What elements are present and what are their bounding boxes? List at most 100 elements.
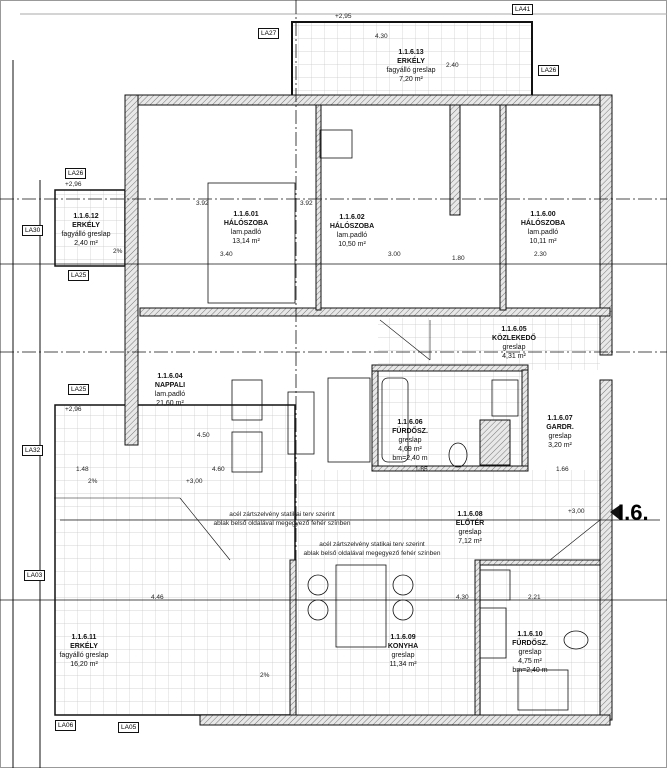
note-line: ablak belső oldalával megegyező fehér sz… <box>213 520 351 527</box>
room-floor: greslap <box>502 344 526 351</box>
room-floor: greslap <box>548 433 572 440</box>
elevation-mark: +3,00 <box>568 508 585 515</box>
elevation-mark: +2,95 <box>335 13 352 20</box>
room-floor: lam.padló <box>230 229 262 236</box>
room-name: KÖZLEKEDŐ <box>492 335 536 342</box>
dimension-label: 3.00 <box>388 251 401 258</box>
room-name: FÜRDŐSZ. <box>392 428 428 435</box>
room-area: 13,14 m² <box>232 238 260 245</box>
construction-note: acél zártszelvény statikai terv szerint a… <box>304 540 441 558</box>
room-area: 10,50 m² <box>338 241 366 248</box>
balcony-left <box>54 189 126 267</box>
dimension-label: 4.60 <box>212 466 225 473</box>
detail-tag: LA05 <box>118 722 140 733</box>
room-id: 1.1.6.04 <box>157 373 183 380</box>
room-area: 4,31 m² <box>502 353 526 360</box>
room-name: NAPPALI <box>154 382 186 389</box>
dimension-label: 4.50 <box>197 432 210 439</box>
note-line: acél zártszelvény statikai terv szerint <box>319 541 425 548</box>
balcony-bottom-left <box>54 404 296 716</box>
room-id: 1.1.6.06 <box>397 419 423 426</box>
room-name: HÁLÓSZOBA <box>329 223 375 230</box>
detail-tag: LA25 <box>68 270 90 281</box>
dimension-label: 1.66 <box>556 466 569 473</box>
room-floor: lam.padló <box>154 391 186 398</box>
detail-tag: LA25 <box>68 384 90 395</box>
room-id: 1.1.6.13 <box>398 49 424 56</box>
room-floor: fagyálló greslap <box>61 231 111 238</box>
dimension-label: 1.80 <box>452 255 465 262</box>
dimension-label: 1.85 <box>415 466 428 473</box>
room-id: 1.1.6.09 <box>390 634 416 641</box>
room-id: 1.1.6.07 <box>547 415 573 422</box>
dimension-label: 4.46 <box>151 594 164 601</box>
section-arrow <box>610 505 620 520</box>
elevation-mark: +3,00 <box>186 478 203 485</box>
room-name: ERKÉLY <box>397 58 425 65</box>
furniture <box>207 129 589 711</box>
room-name: ERKÉLY <box>70 643 98 650</box>
room-area: 4,75 m² <box>518 658 542 665</box>
walls <box>124 94 613 726</box>
balcony-top <box>291 21 533 101</box>
room-floor: fagyálló greslap <box>386 67 436 74</box>
room-name: GARDR. <box>546 424 574 431</box>
dimension-label: 3.40 <box>220 251 233 258</box>
elevation-mark: +2,96 <box>65 406 82 413</box>
slope-label: 2% <box>260 672 270 679</box>
room-id: 1.1.6.08 <box>457 511 483 518</box>
room-area: 4,69 m² <box>398 446 422 453</box>
dimension-label: 2.30 <box>534 251 547 258</box>
room-name: ELŐTÉR <box>455 520 485 527</box>
room-floor: greslap <box>458 529 482 536</box>
corridor-floor <box>378 318 600 370</box>
detail-tag: LA30 <box>22 225 44 236</box>
room-area: 3,20 m² <box>548 442 572 449</box>
room-id: 1.1.6.02 <box>339 214 365 221</box>
room-id: 1.1.6.10 <box>517 631 543 638</box>
dimension-label: 2.40 <box>446 62 459 69</box>
room-name: HÁLÓSZOBA <box>223 220 269 227</box>
detail-tag: LA26 <box>65 168 87 179</box>
room-id: 1.1.6.12 <box>73 213 99 220</box>
detail-tag: LA06 <box>55 720 77 731</box>
room-area: 7,20 m² <box>399 76 423 83</box>
room-area: 7,12 m² <box>458 538 482 545</box>
room-area: 10,11 m² <box>529 238 557 245</box>
dimension-label: 1.48 <box>76 466 89 473</box>
room-floor: fagyálló greslap <box>59 652 109 659</box>
room-floor: lam.padló <box>336 232 368 239</box>
room-id: 1.1.6.11 <box>71 634 97 641</box>
hall-kitchen-floor <box>298 470 600 715</box>
room-name: KONYHA <box>387 643 419 650</box>
room-floor: lam.padló <box>527 229 559 236</box>
room-name: HÁLÓSZOBA <box>520 220 566 227</box>
note-line: ablak belső oldalával megegyező fehér sz… <box>303 550 441 557</box>
room-area: 16,20 m² <box>70 661 98 668</box>
dimension-label: 4.30 <box>375 33 388 40</box>
detail-tag: LA03 <box>24 570 46 581</box>
dimension-label: 2.21 <box>528 594 541 601</box>
dimension-label: 4.30 <box>456 594 469 601</box>
room-name: ERKÉLY <box>72 222 100 229</box>
room-height: bm=2,40 m <box>392 455 428 462</box>
room-floor: greslap <box>398 437 422 444</box>
slope-label: 2% <box>113 248 123 255</box>
detail-tag: LA27 <box>258 28 280 39</box>
dimension-label: 3.92 <box>196 200 209 207</box>
room-floor: greslap <box>391 652 415 659</box>
detail-tag: LA32 <box>22 445 44 456</box>
